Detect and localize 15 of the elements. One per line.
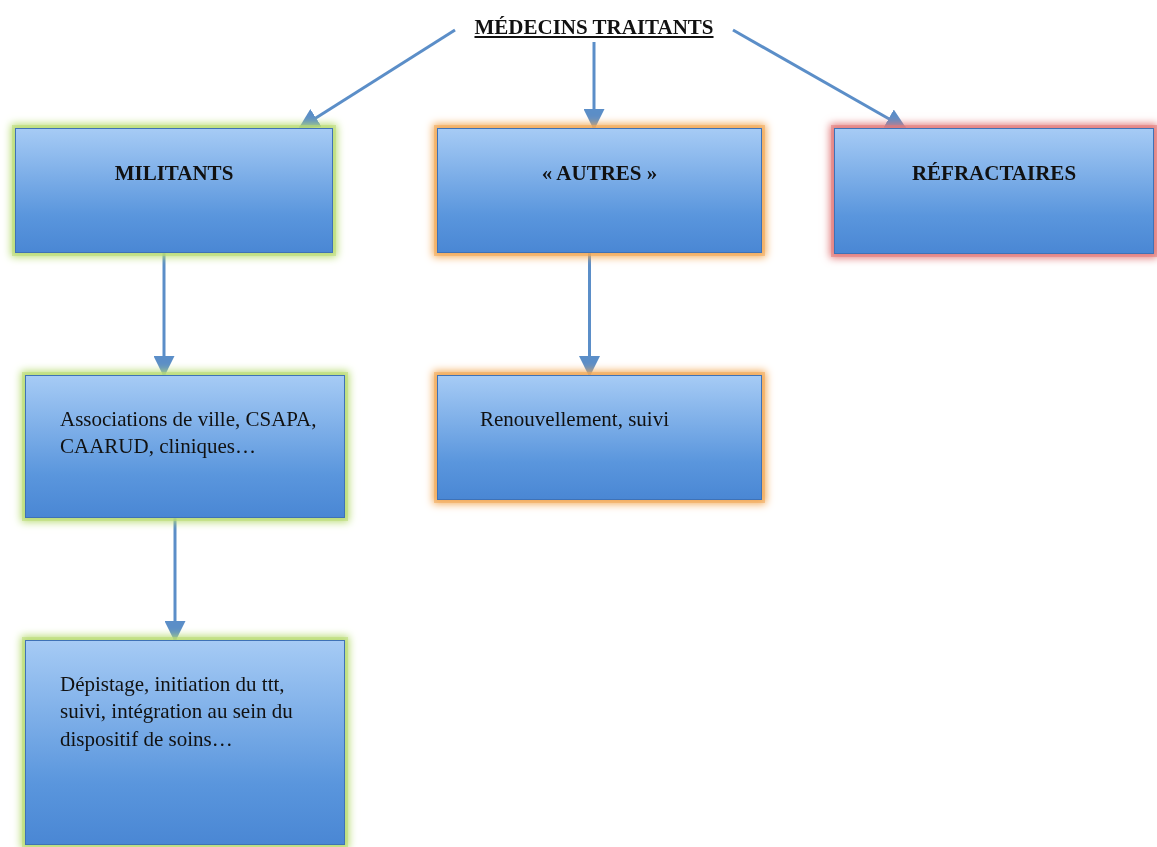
box-heading: MILITANTS [113,161,235,186]
process-box [15,128,333,253]
arrow [732,28,907,130]
process-box [25,640,345,845]
box-text: Associations de ville, CSAPA, CAARUD, cliniques… [60,406,318,461]
heading-label: MÉDECINS TRAITANTS [455,12,733,42]
process-box [437,375,762,500]
arrow [298,28,456,130]
process-box [25,375,345,518]
process-box [834,128,1154,254]
box-text: Renouvellement, suivi [480,406,670,433]
box-heading: « AUTRES » [540,161,659,186]
process-box [437,128,762,253]
box-heading: RÉFRACTAIRES [910,161,1078,186]
box-text: Dépistage, initiation du ttt, suivi, intégration au sein du dispositif de soins… [60,671,294,753]
